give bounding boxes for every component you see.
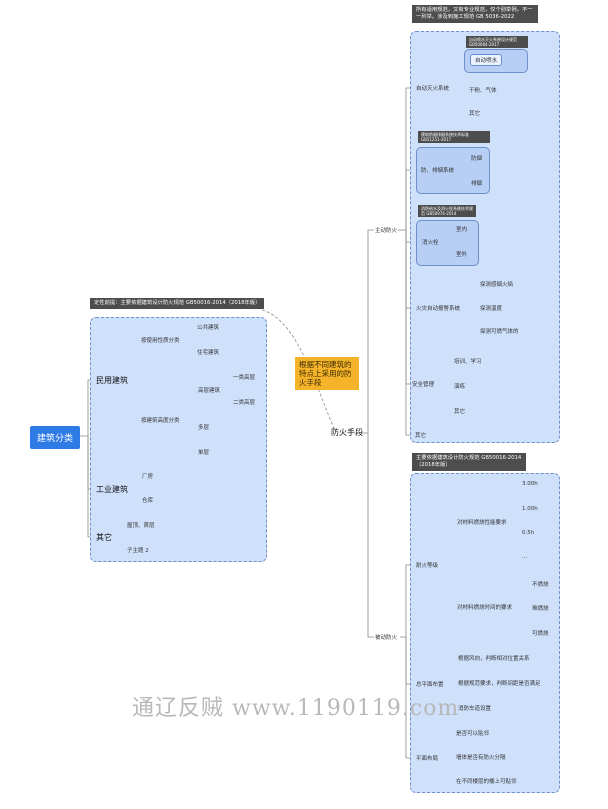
layout-a-node[interactable]: 根据风向，判断相对位置关系 [458,656,530,662]
civil-node[interactable]: 民用建筑 [96,376,128,385]
passive-caption: 主要依据建筑设计防火规范 GB50016-2014（2018年版） [412,453,526,471]
smoke-a-node[interactable]: 防烟 [471,156,483,162]
plan-c-node[interactable]: 在不同楼层的楼上可贴邻 [456,779,517,785]
alarm-b-node[interactable]: 探测温度 [480,306,503,312]
alarm-a-node[interactable]: 探测感烟火焰 [480,282,514,288]
sprinkler-node[interactable]: 自动喷水 [470,54,503,66]
industrial-node[interactable]: 工业建筑 [96,485,128,494]
center-node[interactable]: 防火手段 [331,428,363,437]
passive-group [410,473,560,793]
mgmt-c-node[interactable]: 其它 [454,409,466,415]
dry-node[interactable]: 干粉、气体 [469,88,497,94]
t1-node[interactable]: 3.00h [522,481,538,487]
mgmt-b-node[interactable]: 演练 [454,384,466,390]
smoke-inner-group [416,147,490,194]
fire-rating-node[interactable]: 耐火等级 [416,563,439,569]
c2-node[interactable]: 难燃烧 [532,606,549,612]
smoke-caption: 建筑防烟排烟系统技术标准 GB51251-2017 [418,131,490,143]
other-b-node[interactable]: 子主题 2 [127,548,149,554]
other-node[interactable]: 其它 [96,533,112,542]
auto-system-node[interactable]: 自动灭火系统 [416,86,450,92]
c3-node[interactable]: 可燃烧 [532,631,549,637]
plan-a-node[interactable]: 是否可以贴邻 [456,731,490,737]
combust-req-node[interactable]: 对材料燃烧时间的要求 [457,605,513,611]
class1-node[interactable]: 一类高层 [233,375,256,381]
active-misc-node[interactable]: 其它 [415,433,427,439]
auto-caption: 自动喷水灭火系统设计规范 GB50084-2017 [466,36,528,48]
smoke-b-node[interactable]: 排烟 [471,181,483,187]
note-callout[interactable]: 根据不同建筑的特点上采用的防火手段 [295,357,359,390]
smoke-system-node[interactable]: 防、排烟系统 [421,168,455,174]
passive-node[interactable]: 被动防火 [375,635,398,641]
t3-node[interactable]: 0.5h [522,530,535,536]
by-height-node[interactable]: 按建筑高度分类 [141,418,180,424]
left-group [90,317,267,562]
public-node[interactable]: 公共建筑 [197,325,220,331]
plan-node[interactable]: 平面布局 [416,756,439,762]
hydrant-inner-group [416,220,479,266]
class2-node[interactable]: 二类高层 [233,400,256,406]
hydrant-caption: 消防给水及消火栓系统技术规范 GB50974-2014 [418,205,476,217]
active-node[interactable]: 主动防火 [375,228,398,234]
auto-other-node[interactable]: 其它 [469,111,481,117]
indoor-node[interactable]: 室内 [456,227,468,233]
active-caption: 所有适用规范，又有专业规范，仅个别举例，不一一列举。涉及到施工规范 GB 503… [412,5,538,23]
left-caption: 定性前提：主要依据建筑设计防火规范 GB50016-2014（2018年版） [90,298,264,309]
burn-req-node[interactable]: 对材料燃烧性能要求 [457,520,507,526]
layout-c-node[interactable]: 消防车道设置 [458,706,492,712]
by-function-node[interactable]: 按使用性质分类 [141,338,180,344]
hydrant-node[interactable]: 消火栓 [422,240,439,246]
mgmt-node[interactable]: 安全管理 [412,382,435,388]
layout-b-node[interactable]: 根据规范要求，判断间距是否满足 [458,681,541,687]
alarm-c-node[interactable]: 探测可燃气体的 [480,329,519,335]
alarm-node[interactable]: 火灾自动报警系统 [416,306,461,312]
factory-node[interactable]: 厂房 [142,474,154,480]
c1-node[interactable]: 不燃烧 [532,582,549,588]
other-a-node[interactable]: 屋顶、首层 [127,523,155,529]
plan-b-node[interactable]: 墙体是否有防火分隔 [456,755,506,761]
residential-node[interactable]: 住宅建筑 [197,350,220,356]
watermark-text: 通辽反贼 www.1190119.com [132,696,460,721]
multi-node[interactable]: 多层 [198,425,210,431]
single-node[interactable]: 单层 [198,450,210,456]
outdoor-node[interactable]: 室外 [456,252,468,258]
mgmt-a-node[interactable]: 培训、学习 [454,359,482,365]
warehouse-node[interactable]: 仓库 [142,498,154,504]
t4-node[interactable]: ... [522,554,528,560]
root-node[interactable]: 建筑分类 [30,426,81,449]
layout-node[interactable]: 总平面布置 [416,682,444,688]
t2-node[interactable]: 1.00h [522,506,538,512]
highrise-node[interactable]: 高层建筑 [198,388,221,394]
